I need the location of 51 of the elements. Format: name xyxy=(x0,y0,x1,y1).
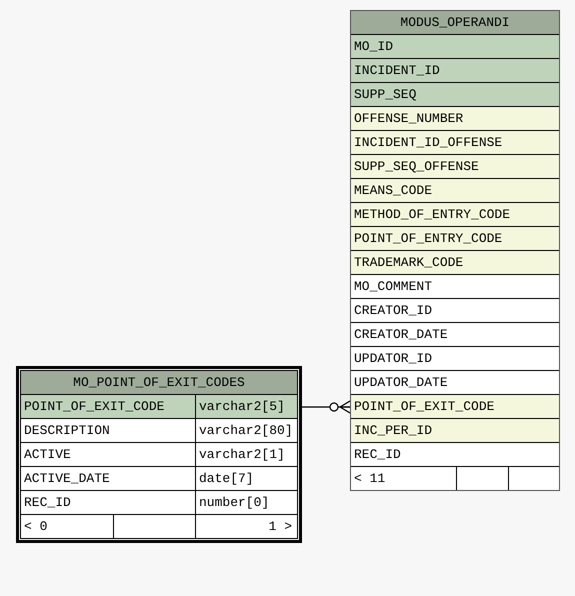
column-name: INC_PER_ID xyxy=(354,423,432,438)
table-row xyxy=(21,467,297,491)
table-row xyxy=(21,491,297,515)
table-title: MODUS_OPERANDI xyxy=(351,11,559,35)
child-count: 1 > xyxy=(268,519,292,534)
table-row xyxy=(351,155,559,179)
column-name: SUPP_SEQ xyxy=(354,87,416,102)
data-type: varchar2[80] xyxy=(199,423,293,438)
table-row xyxy=(351,395,559,419)
table-row xyxy=(21,395,297,419)
column-name: CREATOR_DATE xyxy=(354,327,448,342)
column-name: ACTIVE_DATE xyxy=(24,471,110,486)
column-name: MO_COMMENT xyxy=(354,279,432,294)
column-name: ACTIVE xyxy=(24,447,71,462)
data-type: varchar2[1] xyxy=(199,447,285,462)
column-name: SUPP_SEQ_OFFENSE xyxy=(354,159,479,174)
table-row xyxy=(351,419,559,443)
data-type: varchar2[5] xyxy=(199,399,285,414)
table-row xyxy=(351,59,559,83)
table-row xyxy=(351,251,559,275)
table-row xyxy=(21,419,297,443)
column-name: POINT_OF_EXIT_CODE xyxy=(354,399,494,414)
column-name: INCIDENT_ID xyxy=(354,63,440,78)
column-name: DESCRIPTION xyxy=(24,423,110,438)
column-name: OFFENSE_NUMBER xyxy=(354,111,464,126)
table-row xyxy=(351,131,559,155)
column-name: INCIDENT_ID_OFFENSE xyxy=(354,135,502,150)
table-row xyxy=(351,227,559,251)
column-name: METHOD_OF_ENTRY_CODE xyxy=(354,207,510,222)
parent-count: < 11 xyxy=(354,471,386,486)
table-row xyxy=(351,203,559,227)
table-row xyxy=(351,179,559,203)
table-row xyxy=(351,83,559,107)
column-name: POINT_OF_EXIT_CODE xyxy=(24,399,164,414)
column-name: UPDATOR_DATE xyxy=(354,375,448,390)
column-name: CREATOR_ID xyxy=(354,303,432,318)
column-name: TRADEMARK_CODE xyxy=(354,255,464,270)
table-row xyxy=(21,443,297,467)
parent-count: < 0 xyxy=(24,519,48,534)
data-type: date[7] xyxy=(199,471,254,486)
table-row xyxy=(351,107,559,131)
table-card xyxy=(350,10,560,491)
column-name: MO_ID xyxy=(354,39,394,54)
column-name: UPDATOR_ID xyxy=(354,351,432,366)
column-name: REC_ID xyxy=(24,495,71,510)
table-row xyxy=(351,35,559,59)
table-title: MO_POINT_OF_EXIT_CODES xyxy=(21,371,297,395)
column-name: REC_ID xyxy=(354,447,401,462)
column-name: POINT_OF_ENTRY_CODE xyxy=(354,231,502,246)
column-name: MEANS_CODE xyxy=(354,183,432,198)
data-type: number[0] xyxy=(199,495,270,510)
